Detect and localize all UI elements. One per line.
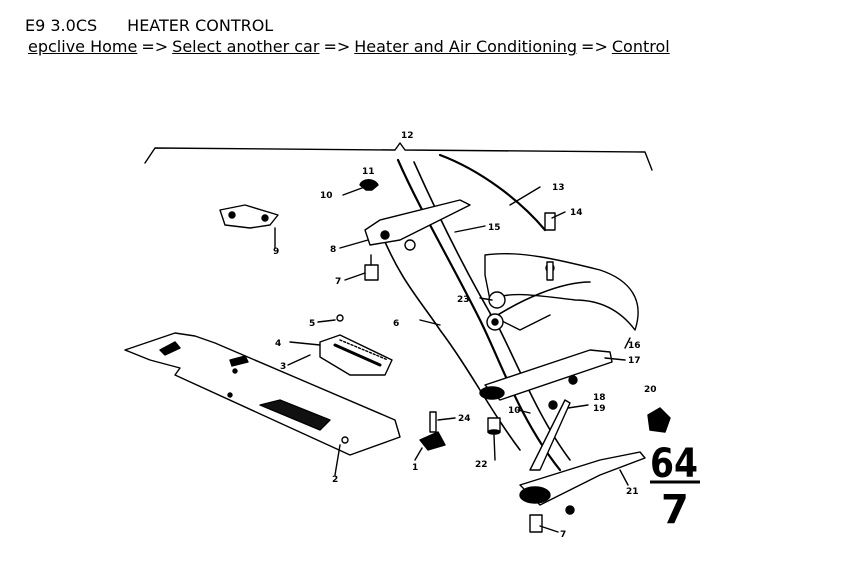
callout-21: 21 bbox=[626, 487, 639, 497]
breadcrumb-separator: => bbox=[581, 37, 608, 56]
callout-8: 8 bbox=[330, 245, 336, 255]
breadcrumb-select-car-link[interactable]: Select another car bbox=[172, 37, 320, 56]
callout-10-lower: 10 bbox=[508, 406, 521, 416]
group-number-top: 64 bbox=[650, 441, 698, 487]
callout-13: 13 bbox=[552, 183, 565, 193]
callout-3: 3 bbox=[280, 362, 286, 372]
callout-10: 10 bbox=[320, 191, 333, 201]
callout-22: 22 bbox=[475, 460, 488, 470]
callout-17: 17 bbox=[628, 356, 641, 366]
callout-12: 12 bbox=[401, 131, 414, 141]
group-number-bottom: 7 bbox=[661, 487, 689, 533]
breadcrumb-heater-ac-link[interactable]: Heater and Air Conditioning bbox=[354, 37, 578, 56]
callout-9: 9 bbox=[273, 247, 279, 257]
callout-6: 6 bbox=[393, 319, 399, 329]
callout-1: 1 bbox=[412, 463, 418, 473]
breadcrumb: epclive Home=>Select another car=>Heater… bbox=[28, 37, 670, 57]
callout-23: 23 bbox=[457, 295, 470, 305]
callout-24: 24 bbox=[458, 414, 471, 424]
callout-5: 5 bbox=[309, 319, 315, 329]
page-title: E9 3.0CS HEATER CONTROL bbox=[25, 16, 273, 36]
callout-14: 14 bbox=[570, 208, 583, 218]
breadcrumb-control-link[interactable]: Control bbox=[611, 37, 670, 56]
parts-diagram: 12 11 10 13 14 15 8 9 7 23 6 5 4 3 16 17… bbox=[124, 131, 700, 540]
callout-20: 20 bbox=[644, 385, 657, 395]
callout-15: 15 bbox=[488, 223, 501, 233]
breadcrumb-separator: => bbox=[141, 37, 169, 56]
callout-7: 7 bbox=[335, 277, 341, 287]
callout-19: 19 bbox=[593, 404, 606, 414]
callout-7-lower: 7 bbox=[560, 530, 566, 540]
callout-2: 2 bbox=[332, 475, 338, 485]
breadcrumb-separator: => bbox=[323, 37, 351, 56]
section-name: HEATER CONTROL bbox=[127, 16, 274, 35]
callout-4: 4 bbox=[275, 339, 281, 349]
breadcrumb-home-link[interactable]: epclive Home bbox=[28, 37, 138, 56]
callout-16: 16 bbox=[628, 341, 641, 351]
callout-11: 11 bbox=[362, 167, 375, 177]
model-name: E9 3.0CS bbox=[25, 16, 98, 35]
callout-18: 18 bbox=[593, 393, 606, 403]
